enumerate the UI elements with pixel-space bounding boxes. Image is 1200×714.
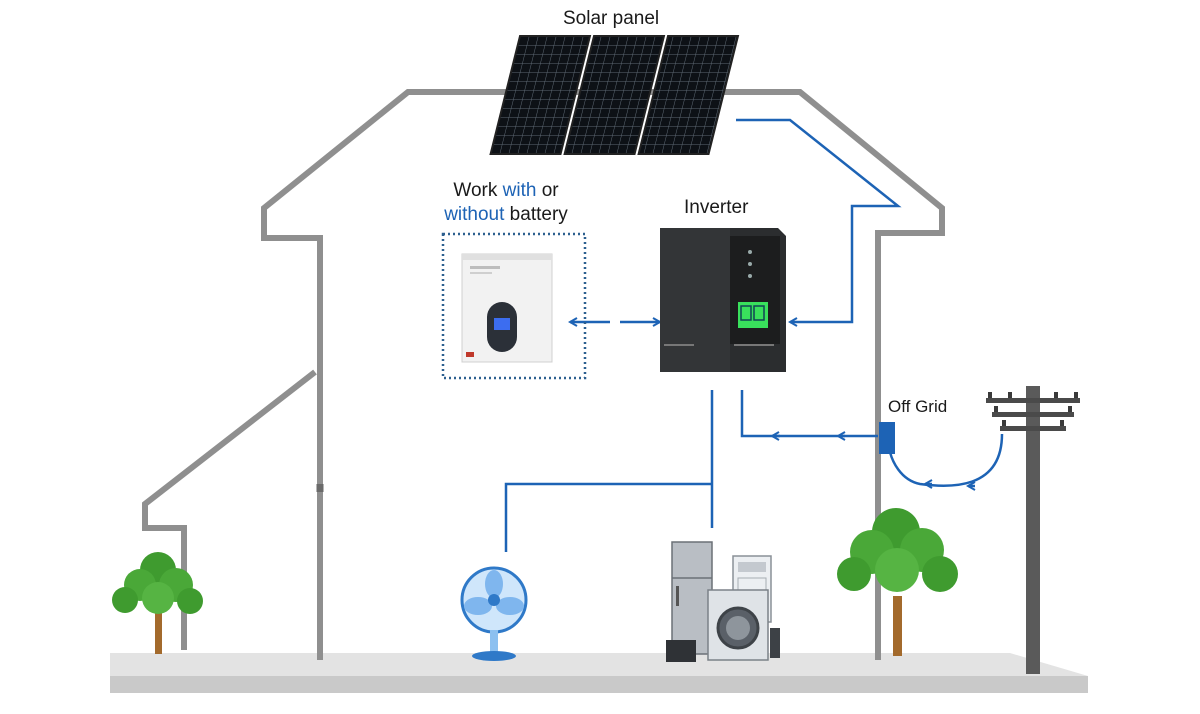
off-grid-label: Off Grid: [888, 397, 948, 416]
panel-to-inverter-line: [736, 118, 902, 322]
inverter-icon: [660, 228, 786, 372]
battery-label-text: battery: [504, 204, 568, 225]
flow-lines: [504, 118, 1004, 552]
battery-label-accent: with: [502, 180, 537, 201]
meter-icon: [879, 422, 895, 454]
solar-panel-icon: [489, 35, 740, 155]
tree-icon: [112, 552, 203, 654]
appliances-icon: [666, 541, 780, 662]
house-outline: [142, 89, 945, 660]
solar-panel-label: Solar panel: [563, 8, 660, 29]
battery-label-text: or: [536, 180, 559, 201]
battery-icon: [441, 232, 587, 380]
tree-icon: [837, 508, 958, 656]
inverter-label: Inverter: [684, 197, 749, 218]
battery-label-text: Work: [453, 180, 503, 201]
pole-to-meter-line: [888, 433, 1004, 487]
battery-label: Work with or without battery: [418, 179, 594, 227]
battery-label-accent: without: [444, 204, 505, 225]
ground: [110, 653, 1088, 693]
utility-pole-icon: [986, 386, 1080, 674]
grid-to-inverter-line: [740, 390, 878, 438]
fan-icon: [460, 566, 528, 661]
inverter-to-fan-line: [504, 482, 712, 552]
